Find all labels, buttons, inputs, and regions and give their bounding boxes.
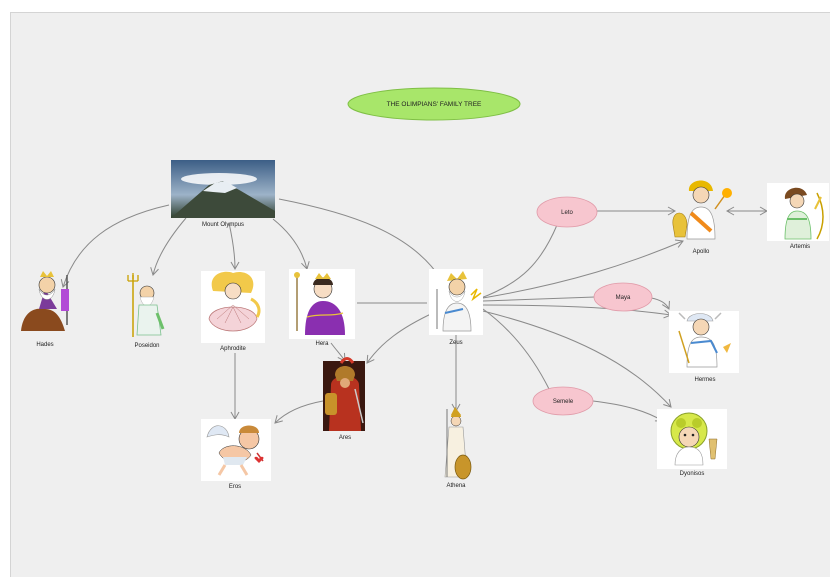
edges xyxy=(60,198,769,424)
artemis-node[interactable]: Artemis xyxy=(767,183,829,250)
dyonisos-node[interactable]: Dyonisos xyxy=(657,409,727,477)
edge-olympus-zeus xyxy=(278,198,442,280)
poseidon-node[interactable]: Poseidon xyxy=(127,273,165,349)
zeus-label: Zeus xyxy=(449,340,462,346)
hermes-figure-icon xyxy=(678,312,731,368)
athena-label: Athena xyxy=(446,483,466,489)
dyonisos-figure-icon xyxy=(670,412,718,466)
aphrodite-figure-icon xyxy=(208,271,261,332)
edge-maya-hermes xyxy=(650,297,670,310)
mountain-icon xyxy=(171,181,275,218)
family-tree-diagram: THE OLIMPIANS' FAMILY TREE Mount Olympus… xyxy=(21,87,829,490)
hera-node[interactable]: Hera xyxy=(289,269,355,347)
zeus-node[interactable]: Zeus xyxy=(429,269,483,346)
edge-ares-eros xyxy=(274,400,324,424)
artemis-figure-icon xyxy=(784,187,824,240)
cloud-icon xyxy=(181,173,257,185)
edge-semele-dyonisos xyxy=(592,400,664,422)
edge-zeus-leto xyxy=(480,224,558,299)
athena-figure-icon xyxy=(444,407,472,480)
edge-zeus-maya xyxy=(482,296,596,302)
mount-olympus-node[interactable]: Mount Olympus xyxy=(171,160,275,228)
zeus-figure-icon xyxy=(436,271,482,332)
apollo-node[interactable]: Apollo xyxy=(672,180,732,255)
leto-label: Leto xyxy=(561,210,573,216)
apollo-label: Apollo xyxy=(693,249,710,255)
ares-node[interactable]: Ares xyxy=(323,357,365,442)
edge-olympus-hades xyxy=(60,204,170,288)
hades-label: Hades xyxy=(36,342,53,348)
hera-label: Hera xyxy=(315,341,329,347)
ares-label: Ares xyxy=(339,435,351,441)
maya-label: Maya xyxy=(616,295,631,301)
eros-figure-icon xyxy=(206,425,264,476)
hermes-node[interactable]: Hermes xyxy=(669,311,739,383)
edge-zeus-semele xyxy=(482,308,550,390)
mount-olympus-label: Mount Olympus xyxy=(202,222,244,228)
edge-olympus-hera xyxy=(272,218,310,270)
eros-node[interactable]: Eros xyxy=(201,419,271,490)
edge-olympus-aphrodite xyxy=(228,222,240,271)
semele-label: Semele xyxy=(553,399,574,405)
edge-zeus-hermes xyxy=(482,304,672,319)
hades-node[interactable]: Hades xyxy=(21,271,69,348)
title-node[interactable]: THE OLIMPIANS' FAMILY TREE xyxy=(347,87,521,121)
diagram-canvas: THE OLIMPIANS' FAMILY TREE Mount Olympus… xyxy=(10,12,830,577)
maya-node[interactable]: Maya xyxy=(593,282,653,312)
hermes-label: Hermes xyxy=(694,377,715,383)
edge-hera-ares xyxy=(330,342,346,362)
poseidon-label: Poseidon xyxy=(134,343,159,349)
artemis-label: Artemis xyxy=(790,244,810,250)
eros-label: Eros xyxy=(229,484,241,490)
edge-zeus-dyonisos xyxy=(482,310,672,408)
dyonisos-label: Dyonisos xyxy=(680,471,705,477)
edge-olympus-poseidon xyxy=(150,217,187,276)
leto-node[interactable]: Leto xyxy=(536,196,598,228)
apollo-figure-icon xyxy=(672,180,732,240)
edge-zeus-ares xyxy=(366,312,434,364)
semele-node[interactable]: Semele xyxy=(532,386,594,416)
aphrodite-node[interactable]: Aphrodite xyxy=(201,271,265,352)
poseidon-figure-icon xyxy=(127,273,165,337)
hera-figure-icon xyxy=(294,272,345,335)
title-text: THE OLIMPIANS' FAMILY TREE xyxy=(387,101,482,108)
athena-node[interactable]: Athena xyxy=(444,407,472,489)
edge-zeus-apollo xyxy=(482,239,684,299)
aphrodite-label: Aphrodite xyxy=(220,346,246,352)
hades-figure-icon xyxy=(21,271,69,331)
ares-figure-icon xyxy=(323,357,365,431)
